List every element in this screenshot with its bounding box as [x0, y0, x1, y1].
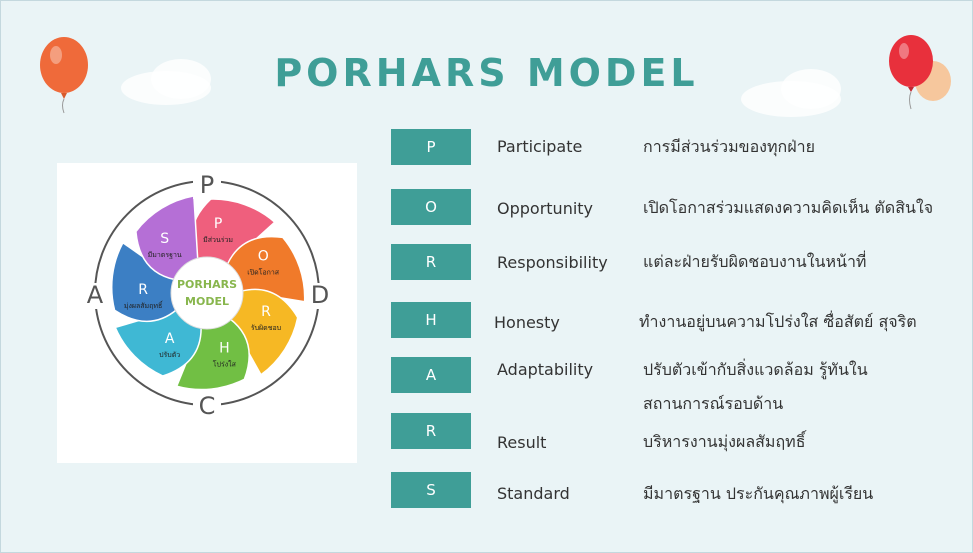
petal-label: ปรับตัว [159, 351, 180, 359]
center-text-line2: MODEL [185, 295, 229, 308]
row-word: Opportunity [497, 199, 594, 218]
row-thai: มีมาตรฐาน ประกันคุณภาพผู้เรียน [643, 484, 874, 503]
petal-label: โปร่งใส [213, 360, 237, 369]
row-word: Responsibility [497, 253, 608, 272]
row-word: Participate [497, 137, 583, 156]
row-word: Result [497, 433, 547, 452]
row-thai: ทำงานอยู่บนความโปร่งใส ซื่อสัตย์ สุจริต [639, 312, 917, 331]
row-word: Standard [497, 484, 570, 503]
outer-letter-bottom: C [199, 392, 216, 420]
row-thai: แต่ละฝ่ายรับผิดชอบงานในหน้าที่ [643, 252, 867, 271]
letter-box-r2: R [391, 413, 471, 449]
petal-letter: A [165, 331, 175, 347]
letter-box-a: A [391, 357, 471, 393]
orange-balloon-icon [40, 37, 88, 114]
petal-letter: R [138, 282, 148, 298]
petal-label: มีส่วนร่วม [203, 236, 233, 244]
outer-letter-left: A [87, 281, 104, 309]
row-thai: บริหารงานมุ่งผลสัมฤทธิ์ [643, 432, 806, 451]
letter-box-h: H [391, 302, 471, 338]
outer-letter-right: D [311, 281, 329, 309]
letter-box-s: S [391, 472, 471, 508]
petal-letter: S [160, 231, 169, 247]
center-disc [170, 256, 244, 330]
outer-letter-top: P [200, 171, 214, 199]
letter-box-p: P [391, 129, 471, 165]
letter-box-o: O [391, 189, 471, 225]
center-text-line1: PORHARS [177, 278, 237, 291]
cloud-decoration [151, 59, 211, 99]
row-thai: การมีส่วนร่วมของทุกฝ่าย [643, 137, 815, 156]
petal-letter: O [258, 248, 269, 264]
porhars-diagram-card: P มีส่วนร่วม O เปิดโอกาส R รับผิดชอบ H โปร่งใส A… [57, 163, 357, 463]
row-thai: เปิดโอกาสร่วมแสดงความคิดเห็น ตัดสินใจ [643, 198, 934, 217]
petal-label: รับผิดชอบ [251, 324, 281, 332]
row-word: Adaptability [497, 360, 594, 379]
petal-letter: P [214, 216, 222, 232]
letter-box-r: R [391, 244, 471, 280]
row-thai: ปรับตัวเข้ากับสิ่งแวดล้อม รู้ทันใน สถานก… [643, 360, 868, 413]
cloud-decoration [781, 69, 841, 109]
petal-label: มุ่งผลสัมฤทธิ์ [124, 300, 164, 310]
petal-letter: H [219, 341, 230, 357]
petal-label: มีมาตรฐาน [148, 251, 182, 259]
petal-label: เปิดโอกาส [247, 267, 280, 276]
row-word: Honesty [494, 313, 560, 332]
petal-letter: R [261, 304, 271, 320]
page-title: PORHARS MODEL [274, 51, 699, 95]
red-balloon-icon [889, 35, 951, 110]
porhars-cycle-diagram: P มีส่วนร่วม O เปิดโอกาส R รับผิดชอบ H โปร่งใส A… [83, 171, 331, 420]
